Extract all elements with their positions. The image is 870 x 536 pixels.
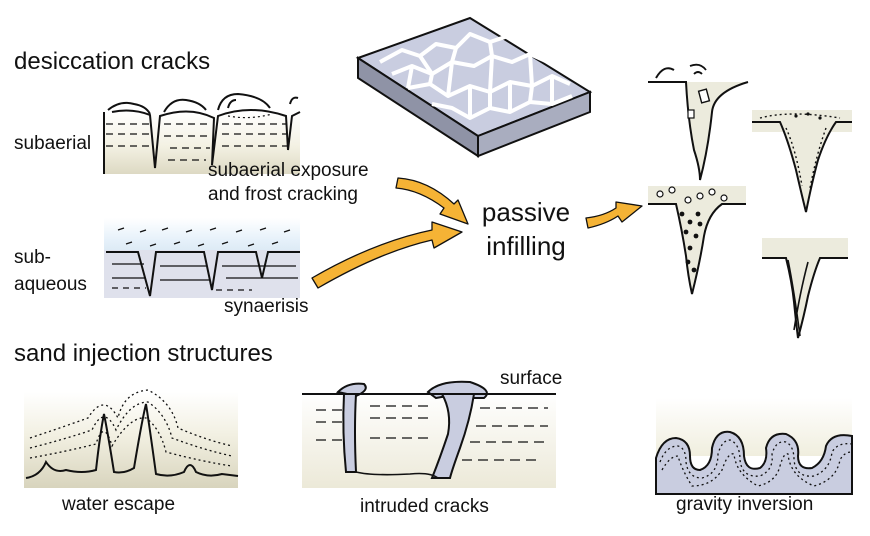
infill-wedge-2 — [752, 110, 852, 213]
infill-wedge-1 — [648, 63, 749, 181]
water-escape-sketch — [24, 389, 239, 488]
gravity-inversion-sketch — [655, 398, 853, 495]
infilling-label: infilling — [486, 231, 566, 261]
infill-wedge-3 — [648, 186, 746, 295]
gravity-inversion-label: gravity inversion — [676, 494, 814, 515]
subaerial-label: subaerial — [14, 133, 92, 154]
subaerial-exposure-label-line1: subaerial exposure — [208, 160, 369, 181]
intruded-cracks-label: intruded cracks — [360, 496, 489, 517]
desiccation-cracks-heading: desiccation cracks — [14, 48, 211, 75]
water-escape-label: water escape — [62, 494, 176, 515]
sand-injection-heading: sand injection structures — [14, 340, 273, 367]
process-arrows — [311, 177, 643, 289]
infill-wedge-4 — [762, 238, 848, 339]
surface-label: surface — [500, 368, 563, 389]
passive-label: passive — [481, 197, 571, 227]
subaerial-exposure-label-line2: and frost cracking — [208, 184, 358, 205]
polygonal-crack-block — [355, 16, 593, 158]
synaerisis-label: synaerisis — [224, 296, 309, 317]
intruded-cracks-sketch — [302, 380, 556, 488]
sub-aqueous-label-line1: sub- — [14, 247, 51, 268]
subaerial-cracks-sketch — [103, 92, 301, 174]
subaqueous-cracks-sketch — [104, 218, 300, 298]
sub-aqueous-label-line2: aqueous — [14, 274, 87, 295]
